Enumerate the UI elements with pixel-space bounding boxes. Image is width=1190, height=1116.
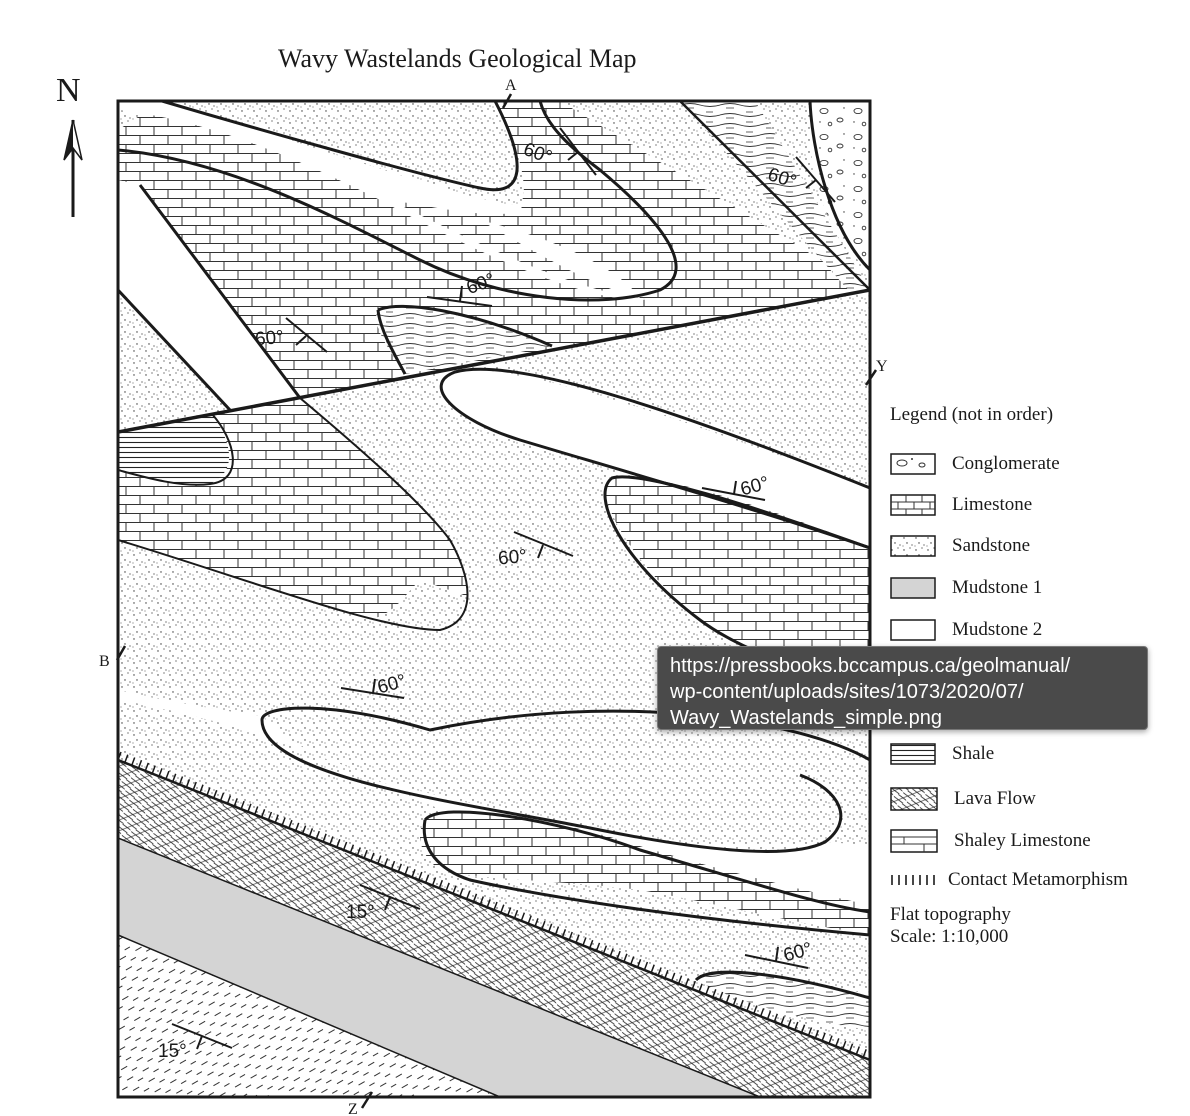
point-z-label: Z: [348, 1101, 358, 1116]
legend-item-shale: Shale: [890, 741, 994, 767]
topography-note: Flat topography: [890, 904, 1011, 925]
dip-label-6: 60°: [497, 546, 527, 569]
url-tooltip: https://pressbooks.bccampus.ca/geolmanua…: [657, 646, 1148, 730]
legend-item-shaley-limestone: Shaley Limestone: [890, 828, 1091, 854]
dip-label-8: 15°: [346, 902, 375, 923]
mudstone-2-swatch-icon: [890, 619, 936, 641]
contact-lines: [118, 101, 870, 1097]
scale-note: Scale: 1:10,000: [890, 926, 1009, 947]
legend-item-contact-metamorphism: Contact Metamorphism: [890, 867, 1128, 893]
dip-label-10: 15°: [158, 1041, 187, 1062]
legend-item-mudstone-1: Mudstone 1: [890, 575, 1042, 601]
sandstone-swatch-icon: [890, 535, 936, 557]
tooltip-line-2: wp-content/uploads/sites/1073/2020/07/: [670, 681, 1024, 703]
point-b-label: B: [99, 653, 110, 670]
conglomerate-swatch-icon: [890, 453, 936, 475]
north-label: N: [56, 72, 81, 109]
map-border: [116, 99, 872, 1099]
legend-label-shaley-limestone: Shaley Limestone: [954, 830, 1091, 851]
legend-label-conglomerate: Conglomerate: [952, 453, 1060, 474]
legend-label-lava-flow: Lava Flow: [954, 788, 1036, 809]
section-markers: [115, 93, 878, 1109]
legend-item-sandstone: Sandstone: [890, 533, 1030, 559]
legend-title: Legend (not in order): [890, 404, 1054, 425]
tooltip-line-3: Wavy_Wastelands_simple.png: [670, 707, 942, 729]
shale-swatch-icon: [890, 743, 936, 765]
point-y-label: Y: [876, 358, 888, 375]
legend-item-lava-flow: Lava Flow: [890, 786, 1036, 812]
mudstone-1-swatch-icon: [890, 577, 936, 599]
legend-label-mudstone-2: Mudstone 2: [952, 619, 1043, 640]
contact-metamorphism-swatch-icon: [891, 875, 935, 885]
legend-item-limestone: Limestone: [890, 492, 1032, 518]
map-title: Wavy Wastelands Geological Map: [278, 44, 637, 73]
legend-label-sandstone: Sandstone: [952, 535, 1031, 556]
legend-label-shale: Shale: [952, 743, 995, 764]
dip-label-4: 60°: [254, 327, 284, 350]
point-a-label: A: [505, 77, 517, 94]
tooltip-line-1: https://pressbooks.bccampus.ca/geolmanua…: [670, 655, 1071, 677]
limestone-swatch-icon: [890, 494, 936, 516]
legend-label-mudstone-1: Mudstone 1: [952, 577, 1043, 598]
legend-label-contact-metamorphism: Contact Metamorphism: [948, 869, 1128, 890]
legend-item-mudstone-2: Mudstone 2: [890, 617, 1042, 643]
map-units: [118, 101, 870, 1097]
lava-flow-swatch-icon: [890, 787, 938, 811]
strike-dip-symbols: [171, 127, 836, 1050]
legend-label-limestone: Limestone: [952, 494, 1033, 515]
north-arrow-icon: [63, 119, 83, 217]
legend-item-conglomerate: Conglomerate: [890, 451, 1060, 477]
shaley-limestone-swatch-icon: [890, 829, 938, 853]
map-notes: Flat topography Scale: 1:10,000: [890, 904, 1011, 948]
